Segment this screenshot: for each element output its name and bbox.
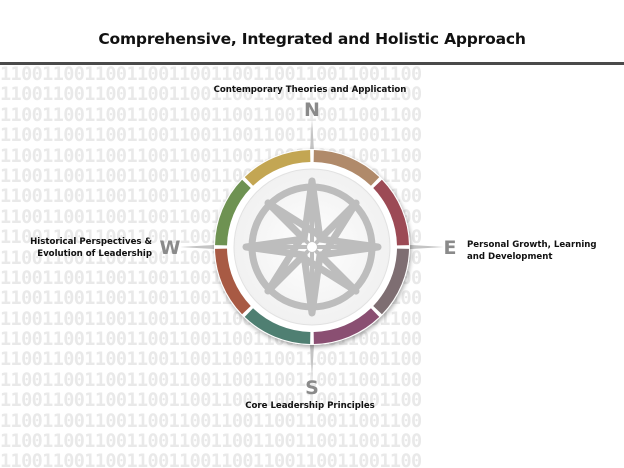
ring-segment-nw-lower [215,179,251,246]
binary-row: 1100110011001100110011001100110011001100 [0,84,422,106]
direction-s: S [305,377,319,399]
direction-w: W [159,237,181,259]
binary-row: 1100110011001100110011001100110011001100 [0,104,422,126]
label-south: Core Leadership Principles [245,401,375,411]
header-area [0,0,624,62]
binary-row: 1100110011001100110011001100110011001100 [0,349,422,371]
binary-row: 1100110011001100110011001100110011001100 [0,125,422,147]
compass-center [307,242,317,252]
ring-segment-nw-upper [244,150,311,186]
ring-segment-se-lower [313,308,380,344]
ring-segment-ne-upper [313,150,380,186]
binary-row: 1100110011001100110011001100110011001100 [0,410,422,432]
binary-row: 1100110011001100110011001100110011001100 [0,65,422,85]
binary-row: 1100110011001100110011001100110011001100 [0,431,422,453]
label-east: Personal Growth, Learning and Developmen… [467,240,597,262]
page-title: Comprehensive, Integrated and Holistic A… [98,30,526,48]
label-west: Historical Perspectives & Evolution of L… [30,237,152,259]
header-divider [0,62,624,65]
binary-row: 1100110011001100110011001100110011001100 [0,451,422,468]
binary-row: 1100110011001100110011001100110011001100 [0,390,422,412]
ring-segment-sw-lower [244,308,311,344]
binary-row: 1100110011001100110011001100110011001100 [0,369,422,391]
ring-segment-se-upper [373,248,409,315]
compass-ring [215,150,409,344]
direction-n: N [304,99,320,121]
ring-segment-ne-lower [373,179,409,246]
label-north: Contemporary Theories and Application [213,85,407,95]
direction-e: E [443,237,457,259]
ring-segment-sw-upper [215,248,251,315]
